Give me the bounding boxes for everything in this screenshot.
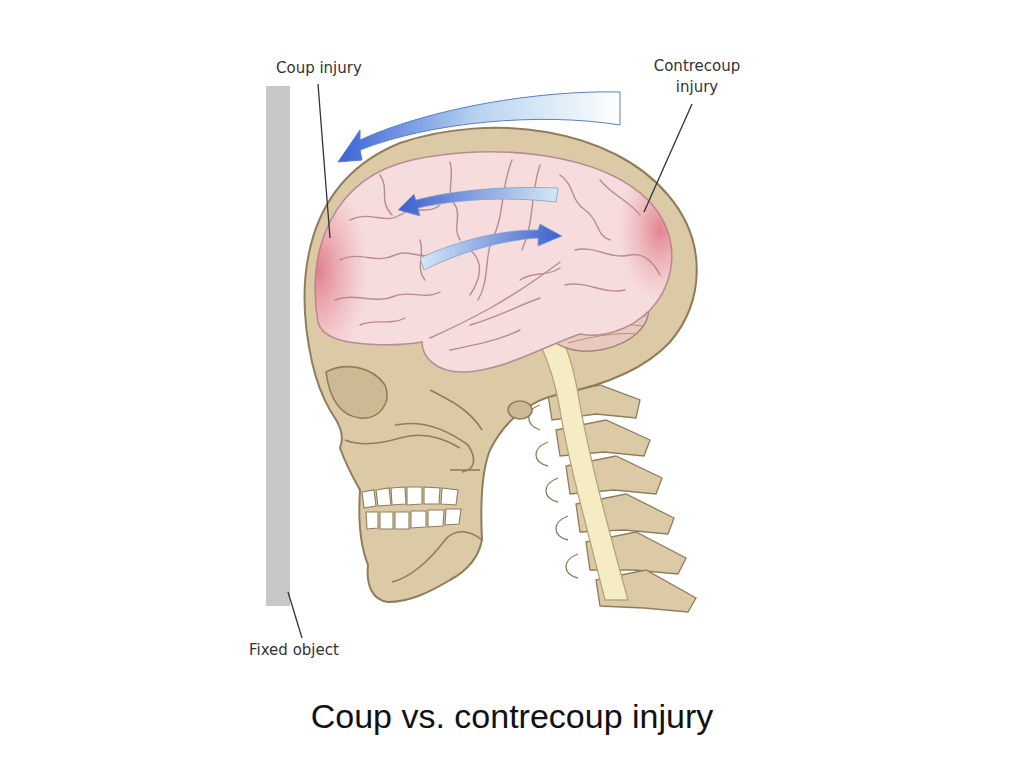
bruises bbox=[268, 160, 702, 365]
impact-arrow bbox=[338, 92, 620, 162]
leader-lines bbox=[288, 84, 692, 638]
motion-arrows bbox=[398, 188, 562, 271]
brain bbox=[315, 152, 672, 372]
callout-label: Fixed object bbox=[249, 640, 339, 661]
face-bones bbox=[326, 367, 532, 582]
spinal-cord bbox=[538, 338, 628, 600]
teeth bbox=[362, 487, 461, 529]
fixed-wall bbox=[266, 86, 290, 606]
brain-gyri bbox=[335, 160, 660, 350]
callout-label: Coup injury bbox=[276, 58, 362, 79]
callout-label: Contrecoup injury bbox=[641, 56, 753, 98]
caption: Coup vs. contrecoup injury bbox=[0, 696, 1024, 736]
